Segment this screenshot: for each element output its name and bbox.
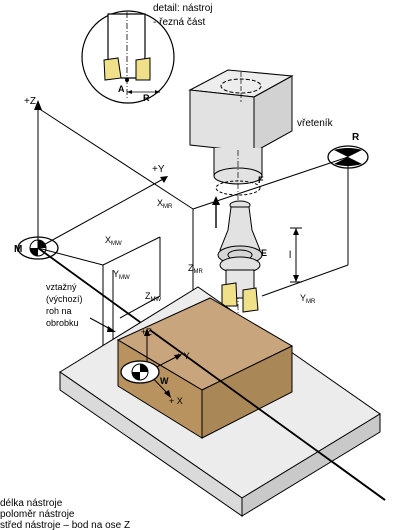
point-f-label: F (258, 175, 264, 185)
spindle-head (188, 69, 294, 320)
detail-radius-r: R (143, 93, 150, 103)
axis-z-small: +Z (141, 327, 152, 337)
axis-y-label: +Y (152, 164, 165, 175)
point-e-label: E (261, 248, 267, 258)
axis-y-small: + Y (176, 351, 190, 361)
detail-title: detail: nástroj (153, 3, 212, 14)
legend-tool-length: délka nástroje (0, 498, 63, 509)
dim-x-mr: XMR (157, 198, 173, 210)
detail-point-a: A (118, 84, 125, 94)
point-r-label: R (352, 132, 360, 143)
reference-text-2: (výchozí) (46, 294, 83, 304)
dim-y-mw: YMW (113, 269, 130, 281)
workpiece-zero-symbol-w (120, 360, 160, 384)
dim-y-mr: YMR (300, 293, 316, 305)
reference-point-symbol-r (327, 145, 369, 169)
length-l-label: l (289, 250, 291, 261)
point-w-label: W (160, 376, 169, 386)
reference-text-3: roh na (46, 306, 72, 316)
reference-frame (37, 107, 349, 358)
dim-z-mw: ZMW (145, 291, 161, 303)
reference-text-1: vztažný (46, 282, 77, 292)
legend-tool-radius: poloměr nástroje (0, 509, 75, 520)
point-m-label: M (14, 244, 22, 255)
axis-z-label: +Z (24, 96, 36, 107)
machine-zero-symbol-m (17, 236, 59, 260)
detail-subtitle: - řezná část (153, 17, 205, 28)
dim-z-mr: ZMR (188, 263, 203, 275)
legend-tool-center: střed nástroje – bod na ose Z (0, 520, 130, 530)
tool-holder (217, 200, 263, 313)
spindle-label: vřeteník (297, 118, 334, 129)
tool-detail-inset (81, 10, 175, 104)
dim-x-mw: XMW (105, 235, 122, 247)
axis-x-small: + X (169, 396, 183, 406)
reference-text-4: obrobku (46, 318, 79, 328)
